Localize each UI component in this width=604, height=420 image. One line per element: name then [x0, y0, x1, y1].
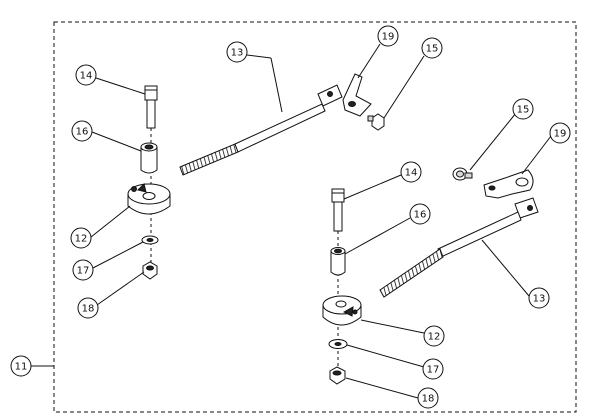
callout-18: 18 [77, 297, 99, 319]
callout-label: 18 [422, 394, 435, 405]
callout-label: 18 [82, 304, 95, 315]
callout-label: 11 [15, 362, 28, 373]
callout-label: 12 [428, 332, 441, 343]
callout-15: 15 [421, 37, 443, 59]
threaded-rod-right [379, 197, 539, 298]
screw-right [452, 167, 473, 181]
bolt-middle [331, 188, 345, 232]
washer-left [141, 235, 159, 245]
callout-label: 19 [382, 32, 395, 43]
nut-left [142, 261, 158, 280]
threaded-rod-upper [179, 84, 343, 176]
callout-label: 17 [77, 266, 90, 277]
assembly-boundary [53, 21, 577, 413]
callout-13: 13 [528, 287, 550, 309]
bracket-right [483, 169, 534, 199]
callout-label: 14 [80, 71, 93, 82]
callout-17: 17 [422, 358, 444, 380]
bolt-left [144, 85, 158, 129]
callout-label: 12 [75, 234, 88, 245]
callout-label: 14 [405, 168, 418, 179]
washer-middle [328, 339, 348, 349]
callout-label: 19 [554, 129, 567, 140]
callout-17: 17 [72, 259, 94, 281]
nut-middle [329, 366, 346, 385]
callout-12: 12 [70, 227, 92, 249]
callout-18: 18 [417, 387, 439, 409]
callout-label: 15 [517, 105, 530, 116]
callout-16: 16 [71, 120, 93, 142]
callout-19: 19 [377, 25, 399, 47]
callout-label: 13 [231, 48, 244, 59]
callout-14: 14 [400, 161, 422, 183]
spacer-left [140, 142, 158, 174]
callout-13: 13 [226, 41, 248, 63]
callout-14: 14 [75, 64, 97, 86]
screw-upper [367, 113, 385, 131]
callout-19: 19 [549, 122, 571, 144]
callout-16: 16 [409, 203, 431, 225]
callout-label: 17 [427, 365, 440, 376]
clamp-collar-left [127, 183, 171, 215]
clamp-collar-middle [322, 295, 362, 326]
callout-11: 11 [10, 355, 32, 377]
callout-12: 12 [423, 325, 445, 347]
callout-label: 16 [414, 210, 427, 221]
callout-label: 13 [533, 294, 546, 305]
bracket-upper [342, 73, 372, 117]
callout-label: 16 [76, 127, 89, 138]
callout-15: 15 [512, 98, 534, 120]
spacer-middle [330, 247, 346, 276]
callout-label: 15 [426, 44, 439, 55]
